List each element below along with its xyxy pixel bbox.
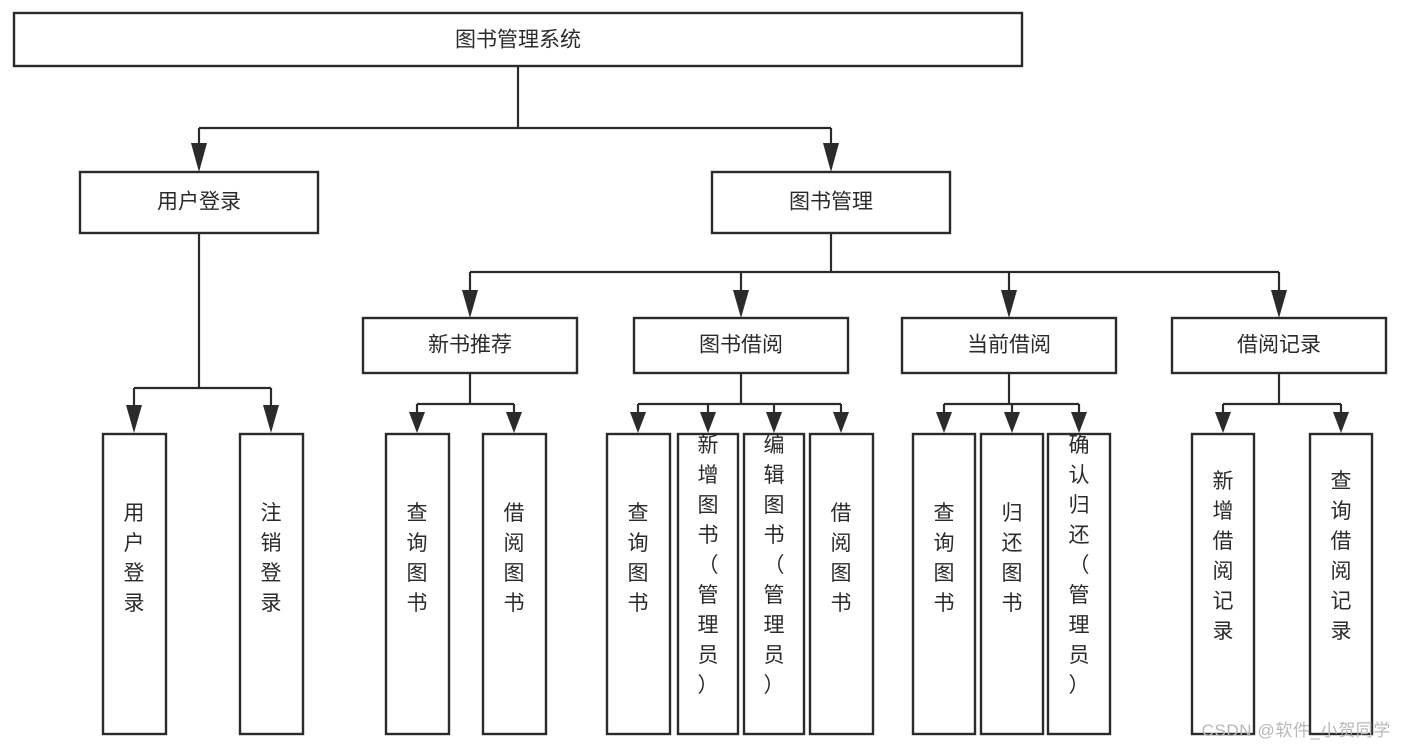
leaf-node-query-book-1[interactable]: 查询图书: [384, 432, 451, 736]
node-current-borrow[interactable]: 当前借阅: [900, 316, 1118, 375]
leaf-node-query-book-2-box[interactable]: [605, 432, 672, 736]
leaf-node-logout-box[interactable]: [238, 432, 305, 736]
leaf-node-query-book-2-label: 查询图书: [628, 502, 649, 615]
leaf-node-edit-book-admin-label: 编辑图书（管理员）: [764, 434, 785, 697]
leaf-node-query-book-3[interactable]: 查询图书: [911, 432, 977, 736]
node-root-system-label: 图书管理系统: [455, 29, 581, 52]
connector-group-user-login: [126, 233, 279, 433]
arrow-head-root-1: [191, 143, 207, 172]
node-borrow-record[interactable]: 借阅记录: [1170, 316, 1388, 375]
leaf-node-query-borrow-record[interactable]: 查询借阅记录: [1308, 432, 1374, 736]
leaf-node-add-borrow-record[interactable]: 新增借阅记录: [1190, 432, 1256, 736]
leaf-node-return-book-label: 归还图书: [1002, 502, 1023, 615]
node-new-book-recommend-label: 新书推荐: [428, 334, 512, 357]
leaf-node-confirm-return-admin[interactable]: 确认归还（管理员）: [1046, 432, 1112, 736]
leaf-node-query-book-2[interactable]: 查询图书: [605, 432, 672, 736]
leaf-node-return-book-box[interactable]: [979, 432, 1045, 736]
leaf-node-borrow-book-2-box[interactable]: [808, 432, 875, 736]
leaf-node-borrow-book-1-label: 借阅图书: [504, 502, 525, 615]
leaf-node-user-login-label: 用户登录: [124, 502, 145, 615]
arrow-head-currentborrow-2: [1004, 412, 1020, 433]
node-new-book-recommend-box[interactable]: [361, 316, 579, 375]
node-user-login-label: 用户登录: [157, 191, 241, 214]
node-borrow-record-label: 借阅记录: [1237, 334, 1321, 357]
arrow-head-currentborrow-1: [936, 412, 952, 433]
node-book-borrow[interactable]: 图书借阅: [632, 316, 850, 375]
connector-group-root: [191, 66, 839, 172]
leaf-node-user-login[interactable]: 用户登录: [101, 432, 168, 736]
arrow-head-borrowrecord-1: [1215, 412, 1231, 433]
leaf-node-confirm-return-admin-box[interactable]: [1046, 432, 1112, 736]
leaf-node-borrow-book-2[interactable]: 借阅图书: [808, 432, 875, 736]
node-book-management[interactable]: 图书管理: [710, 170, 952, 235]
node-root-system[interactable]: 图书管理系统: [12, 11, 1024, 68]
node-user-login-box[interactable]: [78, 170, 320, 235]
node-book-management-box[interactable]: [710, 170, 952, 235]
arrow-head-userlogin-2: [263, 405, 279, 433]
arrow-head-userlogin-1: [126, 405, 142, 433]
node-book-management-label: 图书管理: [789, 191, 873, 214]
leaf-node-borrow-book-1[interactable]: 借阅图书: [481, 432, 548, 736]
leaf-node-user-login-box[interactable]: [101, 432, 168, 736]
node-current-borrow-box[interactable]: [900, 316, 1118, 375]
leaf-node-borrow-book-2-label: 借阅图书: [831, 502, 852, 615]
leaf-node-query-book-1-label: 查询图书: [407, 502, 428, 615]
connector-group-book-borrow: [630, 373, 849, 433]
node-book-borrow-label: 图书借阅: [699, 334, 783, 357]
node-borrow-record-box[interactable]: [1170, 316, 1388, 375]
arrow-head-bookmgmt-4: [1271, 290, 1287, 318]
node-book-borrow-box[interactable]: [632, 316, 850, 375]
leaf-node-borrow-book-1-box[interactable]: [481, 432, 548, 736]
arrow-head-borrowrecord-2: [1333, 412, 1349, 433]
arrow-head-currentborrow-3: [1071, 412, 1087, 433]
leaf-node-query-borrow-record-label: 查询借阅记录: [1331, 470, 1352, 643]
arrow-head-bookmgmt-2: [733, 290, 749, 318]
arrow-head-bookborrow-2: [700, 412, 716, 433]
leaf-node-confirm-return-admin-label: 确认归还（管理员）: [1069, 434, 1090, 697]
leaf-node-edit-book-admin[interactable]: 编辑图书（管理员）: [742, 432, 806, 736]
arrow-head-root-2: [823, 143, 839, 172]
connector-group-current-borrow: [936, 373, 1087, 433]
leaf-node-add-book-admin-box[interactable]: [676, 432, 740, 736]
node-root-system-box[interactable]: [12, 11, 1024, 68]
leaf-node-return-book[interactable]: 归还图书: [979, 432, 1045, 736]
leaf-node-query-book-1-box[interactable]: [384, 432, 451, 736]
arrow-head-bookborrow-4: [833, 412, 849, 433]
leaf-node-logout-label: 注销登录: [261, 502, 282, 615]
leaf-node-logout[interactable]: 注销登录: [238, 432, 305, 736]
arrow-head-newbook-2: [506, 412, 522, 433]
leaf-node-add-borrow-record-box[interactable]: [1190, 432, 1256, 736]
arrow-head-bookmgmt-1: [462, 290, 478, 318]
csdn-watermark: CSDN @软件_小贺同学: [1201, 721, 1391, 740]
leaf-node-edit-book-admin-box[interactable]: [742, 432, 806, 736]
leaf-node-query-book-3-box[interactable]: [911, 432, 977, 736]
node-new-book-recommend[interactable]: 新书推荐: [361, 316, 579, 375]
arrow-head-bookborrow-3: [766, 412, 782, 433]
leaf-node-add-book-admin[interactable]: 新增图书（管理员）: [676, 432, 740, 736]
arrow-head-bookborrow-1: [630, 412, 646, 433]
leaf-node-query-borrow-record-box[interactable]: [1308, 432, 1374, 736]
leaf-node-query-book-3-label: 查询图书: [934, 502, 955, 615]
leaf-node-add-borrow-record-label: 新增借阅记录: [1213, 470, 1234, 643]
connector-group-borrow-record: [1215, 373, 1349, 433]
connector-group-new-book: [409, 373, 522, 433]
leaf-node-add-book-admin-label: 新增图书（管理员）: [698, 434, 719, 697]
arrow-head-newbook-1: [409, 412, 425, 433]
arrow-head-bookmgmt-3: [1001, 290, 1017, 318]
node-current-borrow-label: 当前借阅: [967, 334, 1051, 357]
connector-group-book-management: [462, 233, 1287, 318]
node-user-login[interactable]: 用户登录: [78, 170, 320, 235]
